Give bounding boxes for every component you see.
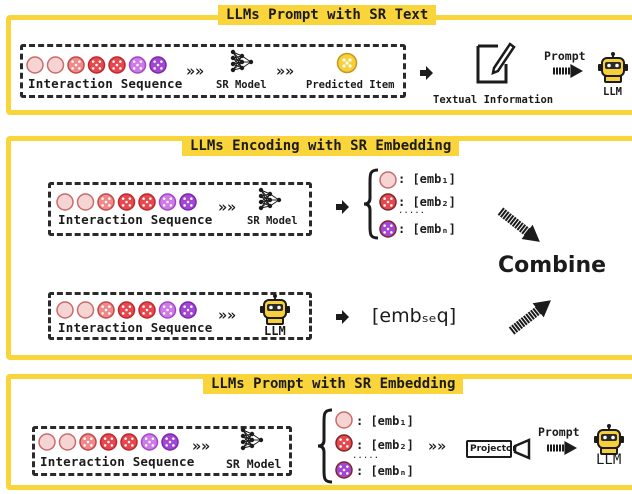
arrow-right-icon [336,310,349,324]
triple-arrow-icon: »» [428,437,447,455]
sr-pipeline-box [20,44,406,98]
sequence-item [120,433,138,451]
interaction-sequence-label: Interaction Sequence [58,212,213,227]
item-embedding-dot-light [335,411,353,429]
sequence-item [56,193,74,211]
panel-title: LLMs Encoding with SR Embedding [182,136,460,156]
sequence-item [117,301,136,319]
triple-arrow-icon: »» [276,62,295,80]
prompt-arrow-icon [547,441,577,455]
panel-encoding-sr-embedding [6,136,632,360]
triple-arrow-icon: »» [186,62,205,80]
interaction-sequence-items [56,193,197,211]
sequence-item [179,193,197,211]
sequence-item [26,56,44,74]
item-embedding-dot-red [335,434,353,452]
sequence-item [138,301,156,319]
item-embedding-dot-red [379,193,397,211]
sequence-item [76,193,95,211]
sr-pipeline-box [32,426,292,476]
robot-icon [594,424,624,455]
llm-label: LLM [603,86,622,98]
embedding-n-label: : [embₙ] [398,222,456,236]
sequence-item [76,301,95,319]
robot-icon [260,294,290,325]
interaction-sequence-label: Interaction Sequence [58,320,213,335]
sequence-item [46,56,65,74]
prompt-arrow-icon [553,64,583,78]
combine-label: Combine [498,253,607,278]
sr-model-label: SR Model [216,79,267,91]
sequence-item [97,301,115,319]
sequence-item [99,433,118,451]
embedding-2-label: : [emb₂] [356,438,414,452]
llm-label: LLM [264,324,286,338]
sequence-item [179,301,197,319]
sequence-item [140,433,159,451]
llm-label: LLM [596,452,622,468]
neural-network-icon [240,427,264,451]
ellipsis: ..... [352,451,380,461]
sequence-item [158,301,177,319]
item-embedding-dot-light [379,171,397,189]
interaction-sequence-items [26,56,167,74]
interaction-sequence-label: Interaction Sequence [40,454,195,469]
sequence-item [161,433,179,451]
sequence-item [87,56,106,74]
embedding-1-label: : [emb₁] [356,414,414,428]
projector-box: Projector [466,440,517,458]
prompt-label: Prompt [538,425,580,439]
sequence-item [108,56,126,74]
textual-information-label: Textual Information [433,94,554,106]
neural-network-icon [258,187,282,211]
predicted-item-icon [336,52,358,74]
interaction-sequence-label: Interaction Sequence [28,76,183,91]
embedding-n-label: : [embₙ] [356,464,414,478]
triple-arrow-icon: »» [192,437,211,455]
interaction-sequence-items [38,433,179,451]
arrow-right-icon [420,66,433,80]
triple-arrow-icon: »» [218,198,237,216]
sr-model-label: SR Model [247,215,298,227]
sequence-embedding-label: [embₛₑq] [372,305,457,327]
curly-brace [363,168,379,240]
prompt-label: Prompt [544,49,586,63]
curly-brace [317,408,333,484]
sequence-item [117,193,136,211]
triple-arrow-icon: »» [218,306,237,324]
panel-title: LLMs Prompt with SR Embedding [203,374,464,394]
item-embedding-dot-purple [335,461,353,479]
neural-network-icon [230,49,254,73]
item-embedding-dot-purple [379,220,397,238]
projector-label: Projector [470,444,517,454]
sequence-item [79,433,97,451]
combine-arrow-up-icon [508,300,551,335]
embedding-2-label: : [emb₂] [398,195,456,209]
panel-title: LLMs Prompt with SR Text [218,5,437,25]
sequence-item [97,193,115,211]
sr-model-label: SR Model [226,457,282,471]
sequence-item [138,193,156,211]
predicted-item-label: Predicted Item [306,79,395,91]
projector-lens-icon [513,438,531,460]
ellipsis: ..... [398,206,426,216]
interaction-sequence-items [56,301,197,319]
sequence-item [149,56,167,74]
robot-icon [598,52,628,83]
sequence-item [158,193,177,211]
combine-arrow-down-icon [497,207,540,242]
sr-pipeline-box [48,182,312,236]
document-pen-icon [476,42,516,84]
sequence-item [67,56,85,74]
llm-pipeline-box [48,292,312,340]
embedding-1-label: : [emb₁] [398,172,456,186]
sequence-item [38,433,56,451]
sequence-item [128,56,147,74]
sequence-item [56,301,74,319]
sequence-item [58,433,77,451]
arrow-right-icon [336,200,349,214]
